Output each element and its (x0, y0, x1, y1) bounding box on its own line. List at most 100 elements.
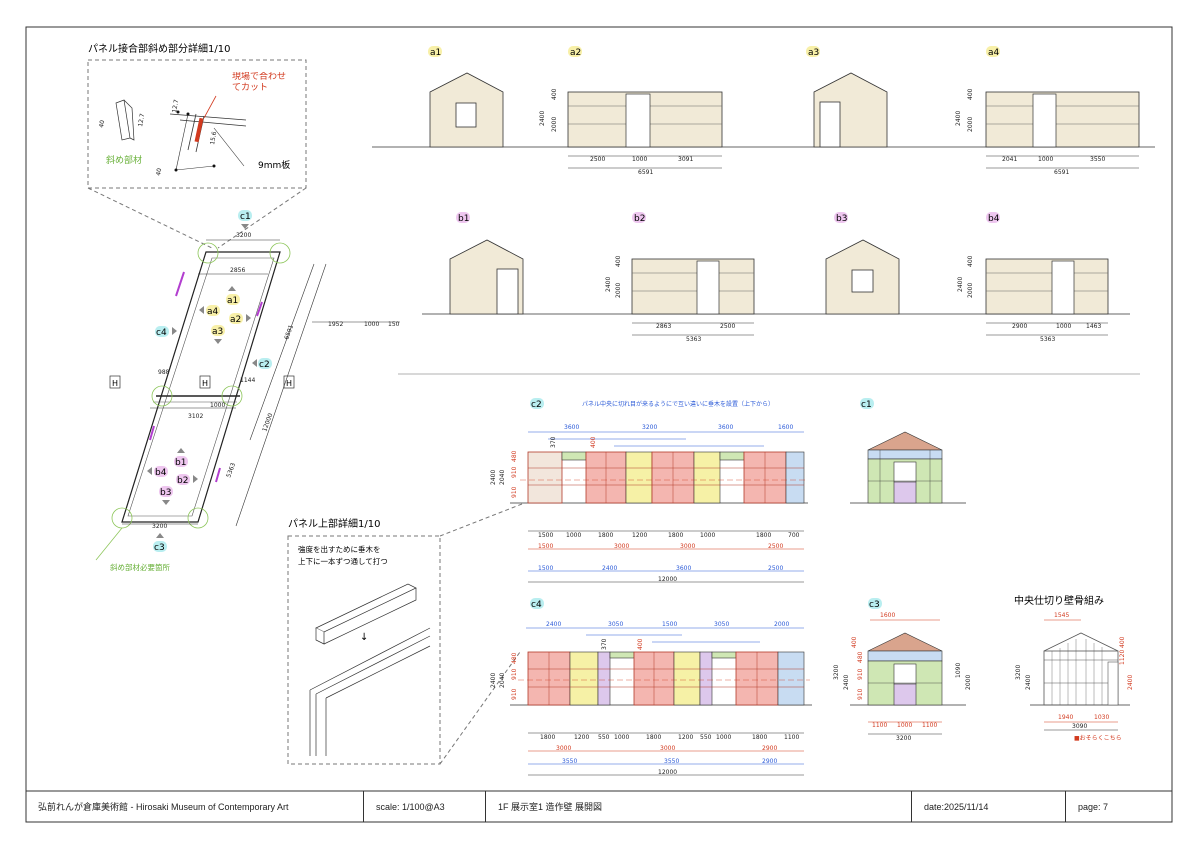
plan-dim-5363: 5363 (225, 462, 237, 479)
elevation-c3: c3 1600 1100 1000 1100 3200 3200 2400 40… (833, 598, 972, 742)
plan-dim-top: 3200 (236, 232, 251, 239)
a2-dim-h2000: 2000 (551, 117, 558, 132)
b2-dim-total: 5363 (686, 336, 701, 343)
c4-h-400: 400 (637, 638, 644, 650)
b2-dim-w2: 2500 (720, 323, 735, 330)
c2-r1-1: 1000 (566, 532, 581, 539)
plan-dim-150: 150 (388, 321, 400, 328)
c2-top-2: 3200 (642, 424, 657, 431)
detail-panel-top: パネル上部詳細1/10 強度を出すために垂木を 上下に一本ずつ通して打つ ↓ (287, 517, 441, 765)
sheet-border (25, 26, 1173, 823)
c2-h-2040: 2040 (499, 470, 506, 485)
c3-b2: 1100 (922, 722, 937, 729)
center-h2: 400 (1119, 636, 1126, 648)
b4-dim-h400: 400 (967, 255, 974, 267)
detail-dim-40a: 40 (98, 119, 106, 128)
c4-r1-2: 550 (598, 734, 610, 741)
plan-tag-c2: c2 (259, 360, 270, 370)
c4-r1-0: 1800 (540, 734, 555, 741)
c4-r3-2: 2900 (762, 758, 777, 765)
a4-dim-h400: 400 (967, 88, 974, 100)
a4-dim-w2: 1000 (1038, 156, 1053, 163)
c4-r1-5: 1200 (678, 734, 693, 741)
c4-r2-0: 3000 (556, 745, 571, 752)
plan-tag-a4: a4 (207, 307, 219, 317)
c4-r3-0: 3550 (562, 758, 577, 765)
view-label-c1: c1 (861, 400, 872, 410)
c2-r1-7: 700 (788, 532, 800, 539)
center-partition-frame: 中央仕切り壁骨組み 1545 1940 1030 3090 ■おそらくこちら 3… (1014, 594, 1134, 742)
plan-tag-c3: c3 (154, 543, 165, 553)
c4-r1-1: 1200 (574, 734, 589, 741)
center-h4: 2400 (1127, 675, 1134, 690)
c4-top-2: 1500 (662, 621, 677, 628)
plan-tag-b2: b2 (177, 476, 188, 486)
detail-dim-40b: 40 (155, 167, 163, 176)
c3-total: 3200 (896, 735, 911, 742)
svg-text:H: H (202, 379, 208, 388)
svg-text:H: H (112, 379, 118, 388)
elevations-a: a1 a2 2400 2000 400 2500 1000 3091 6591 … (372, 46, 1155, 176)
b4-dim-w1: 2900 (1012, 323, 1027, 330)
plan-tag-a3: a3 (212, 327, 223, 337)
a2-dim-total: 6591 (638, 169, 653, 176)
elevation-c4: c4 2400 3050 1500 3050 2000 2400 2040 48… (490, 598, 812, 776)
c2-h-910b: 910 (511, 486, 518, 498)
plan-dim-bottom: 3200 (152, 523, 167, 530)
c4-top-3: 3050 (714, 621, 729, 628)
view-label-c2: c2 (531, 400, 542, 410)
plan-dim-1000b: 1000 (210, 402, 225, 409)
footer-page: page: 7 (1078, 801, 1109, 812)
view-label-a3: a3 (808, 48, 819, 58)
view-label-a1: a1 (430, 48, 441, 58)
b2-dim-h400: 400 (615, 255, 622, 267)
c2-r2-1: 3000 (614, 543, 629, 550)
c2-top-3: 3600 (718, 424, 733, 431)
c2-r2-0: 1500 (538, 543, 553, 550)
elevations-b: b1 b2 2400 2000 400 2863 2500 5363 b3 b4… (422, 212, 1130, 343)
c2-h-2400: 2400 (490, 470, 497, 485)
c3-h4: 910 (857, 668, 864, 680)
c3-h7: 2000 (965, 675, 972, 690)
c2-h-480: 480 (511, 450, 518, 462)
elevation-c1: c1 (850, 398, 966, 504)
c4-total: 12000 (658, 769, 677, 776)
c4-r3-1: 3550 (664, 758, 679, 765)
plan-tag-a2: a2 (230, 315, 241, 325)
view-label-b3: b3 (836, 214, 847, 224)
footer-scale: scale: 1/100@A3 (364, 791, 486, 822)
c3-h0: 3200 (833, 665, 840, 680)
plan-dim-1144: 1144 (240, 377, 255, 384)
detail-top-title: パネル接合部斜め部分詳細1/10 (88, 42, 230, 55)
view-label-a2: a2 (570, 48, 581, 58)
c4-h-480: 480 (511, 652, 518, 664)
plan-dim-3102: 3102 (188, 413, 203, 420)
plan-tag-c4: c4 (156, 328, 167, 338)
center-title: 中央仕切り壁骨組み (1014, 594, 1104, 607)
c2-r3-2: 3600 (676, 565, 691, 572)
c3-h1: 2400 (843, 675, 850, 690)
plan-dim-988: 988 (158, 369, 170, 376)
center-b0: 1940 (1058, 714, 1073, 721)
plan-dim-12000: 12000 (261, 412, 274, 433)
center-h1: 2400 (1025, 675, 1032, 690)
plan-dim-6591: 6591 (283, 324, 295, 341)
c4-r2-1: 3000 (660, 745, 675, 752)
b4-dim-w3: 1463 (1086, 323, 1101, 330)
c3-h3: 480 (857, 651, 864, 663)
c3-b1: 1000 (897, 722, 912, 729)
a4-dim-h2400: 2400 (955, 111, 962, 126)
c4-top-4: 2000 (774, 621, 789, 628)
detail-dim-12-7b: 12.7 (171, 99, 180, 114)
c2-r3-1: 2400 (602, 565, 617, 572)
c2-r1-0: 1500 (538, 532, 553, 539)
c2-r1-3: 1200 (632, 532, 647, 539)
view-label-c4: c4 (531, 600, 542, 610)
c2-note: パネル中央に切れ目が来るようにで互い違いに垂木を設置（上下から） (582, 400, 774, 408)
a2-dim-h400: 400 (551, 88, 558, 100)
detail-bottom-note1: 強度を出すために垂木を (298, 544, 381, 554)
detail-bottom-title: パネル上部詳細1/10 (288, 517, 380, 530)
b4-dim-h2000: 2000 (967, 283, 974, 298)
b2-dim-h2400: 2400 (605, 277, 612, 292)
